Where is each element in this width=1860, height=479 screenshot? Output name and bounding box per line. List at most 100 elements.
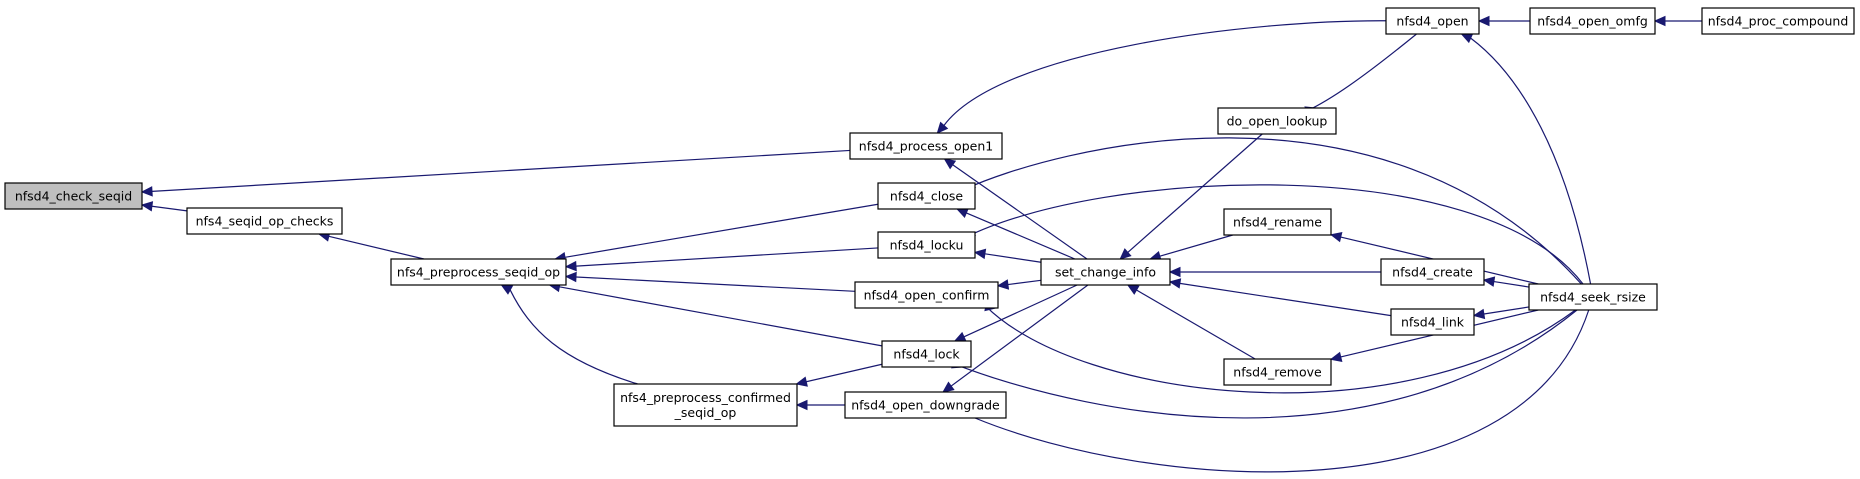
- edge-arrowhead: [795, 376, 808, 387]
- node-do-open-lookup[interactable]: do_open_lookup: [1217, 107, 1337, 135]
- edge-arrowhead: [1482, 276, 1496, 287]
- node-box: [1217, 107, 1337, 135]
- edge-line: [966, 212, 1076, 260]
- edge-line: [1007, 279, 1042, 286]
- node-label: do_open_lookup: [1227, 114, 1328, 129]
- node-seqid-op-checks[interactable]: nfs4_seqid_op_checks: [186, 207, 343, 235]
- edge-arrowhead: [1653, 15, 1666, 27]
- edge-open-confirm-to-preprocess-seqid-op: [564, 271, 856, 292]
- node-box: [1529, 7, 1656, 35]
- node-label: nfsd4_locku: [890, 238, 964, 253]
- edge-open-to-do-open-lookup: [1304, 33, 1417, 117]
- edge-line: [984, 253, 1042, 263]
- edge-arrowhead: [1472, 308, 1486, 320]
- edge-set-change-info-to-open-confirm: [996, 279, 1042, 290]
- node-seek-rsize[interactable]: nfsd4_seek_rsize: [1528, 283, 1658, 311]
- node-label: nfsd4_remove: [1233, 365, 1322, 380]
- node-label: nfsd4_link: [1401, 315, 1465, 330]
- edge-do-open-lookup-to-set-change-info: [1119, 133, 1263, 260]
- edge-arrowhead: [973, 248, 987, 260]
- edge-seek-rsize-to-link: [1472, 306, 1530, 320]
- edge-set-change-info-to-locku: [973, 248, 1042, 263]
- node-link[interactable]: nfsd4_link: [1390, 308, 1475, 336]
- edge-line: [1483, 306, 1530, 315]
- node-box: [1385, 7, 1480, 35]
- edge-line: [806, 363, 883, 383]
- edge-open-downgrade-to-preprocess-confirmed: [795, 399, 845, 411]
- node-preprocess-seqid-op[interactable]: nfs4_preprocess_seqid_op: [390, 258, 567, 286]
- edge-line: [1159, 234, 1233, 257]
- edge-arrowhead: [955, 208, 969, 218]
- node-label: nfs4_preprocess_seqid_op: [397, 265, 560, 280]
- node-label: nfsd4_open_downgrade: [851, 398, 1000, 413]
- edge-line: [1127, 133, 1263, 253]
- edge-lock-to-preprocess-seqid-op: [548, 281, 883, 347]
- edge-line: [559, 286, 883, 347]
- edge-line: [328, 235, 425, 260]
- edge-arrowhead: [943, 158, 957, 170]
- edge-arrowhead: [500, 284, 514, 295]
- node-preprocess-confirmed[interactable]: nfs4_preprocess_confirmed_seqid_op: [613, 383, 798, 427]
- node-box: [877, 231, 976, 259]
- node-label: _seqid_op: [674, 405, 737, 420]
- edge-line: [950, 284, 1089, 387]
- edge-line: [964, 137, 1582, 285]
- node-proc-compound[interactable]: nfsd4_proc_compound: [1701, 7, 1855, 35]
- edge-preprocess-seqid-op-to-seqid-op-checks: [317, 231, 425, 260]
- node-box: [390, 258, 567, 286]
- edge-arrowhead: [140, 186, 153, 197]
- edge-link-to-set-change-info: [1168, 278, 1392, 317]
- edge-line: [564, 203, 879, 258]
- edge-set-change-info-to-open-downgrade: [942, 284, 1089, 393]
- edge-locku-to-preprocess-seqid-op: [564, 247, 879, 272]
- node-rename[interactable]: nfsd4_rename: [1223, 208, 1332, 236]
- node-process-open1[interactable]: nfsd4_process_open1: [849, 132, 1003, 160]
- node-label: nfsd4_seek_rsize: [1540, 290, 1646, 305]
- edge-line: [1493, 280, 1530, 288]
- node-box: [613, 383, 798, 427]
- node-box: [186, 207, 343, 235]
- edge-arrowhead: [140, 201, 154, 212]
- nodes-layer: nfsd4_check_seqidnfs4_seqid_op_checksnfs…: [4, 7, 1855, 427]
- node-label: nfsd4_open_confirm: [864, 288, 990, 303]
- edge-line: [964, 184, 1584, 285]
- edge-set-change-info-to-process-open1: [943, 158, 1088, 260]
- node-box: [881, 340, 972, 368]
- edge-arrowhead: [564, 271, 577, 283]
- node-label: nfsd4_proc_compound: [1708, 14, 1849, 29]
- edge-line: [1306, 33, 1417, 112]
- edge-line: [151, 205, 188, 212]
- node-box: [877, 182, 976, 210]
- edge-arrowhead: [942, 381, 955, 393]
- edge-line: [509, 289, 638, 385]
- edge-arrowhead: [1168, 278, 1182, 289]
- node-label: nfsd4_open: [1396, 14, 1468, 29]
- edge-line: [575, 247, 879, 267]
- node-label: nfs4_seqid_op_checks: [196, 214, 334, 229]
- edge-seek-rsize-to-open: [1460, 33, 1592, 285]
- edge-arrowhead: [564, 260, 577, 272]
- edge-line: [963, 284, 1078, 338]
- node-box: [1380, 258, 1485, 286]
- edge-line: [151, 149, 851, 192]
- node-label: set_change_info: [1055, 265, 1156, 280]
- node-open-downgrade[interactable]: nfsd4_open_downgrade: [844, 391, 1007, 419]
- edge-seek-rsize-to-create: [1482, 276, 1530, 288]
- node-create[interactable]: nfsd4_create: [1380, 258, 1485, 286]
- node-open[interactable]: nfsd4_open: [1385, 7, 1480, 35]
- node-set-change-info[interactable]: set_change_info: [1040, 258, 1171, 286]
- node-remove[interactable]: nfsd4_remove: [1223, 358, 1332, 386]
- edge-proc-compound-to-open-omfg: [1653, 15, 1702, 27]
- edges-layer: [140, 15, 1702, 473]
- edge-line: [1470, 37, 1592, 285]
- edge-line: [974, 309, 1590, 473]
- node-open-omfg[interactable]: nfsd4_open_omfg: [1529, 7, 1656, 35]
- edge-close-to-preprocess-seqid-op: [553, 203, 879, 263]
- edge-line: [985, 305, 1576, 394]
- edge-arrowhead: [1329, 232, 1343, 243]
- edge-rename-to-set-change-info: [1149, 234, 1233, 262]
- node-close[interactable]: nfsd4_close: [877, 182, 976, 210]
- node-open-confirm[interactable]: nfsd4_open_confirm: [854, 281, 999, 309]
- node-lock[interactable]: nfsd4_lock: [881, 340, 972, 368]
- node-locku[interactable]: nfsd4_locku: [877, 231, 976, 259]
